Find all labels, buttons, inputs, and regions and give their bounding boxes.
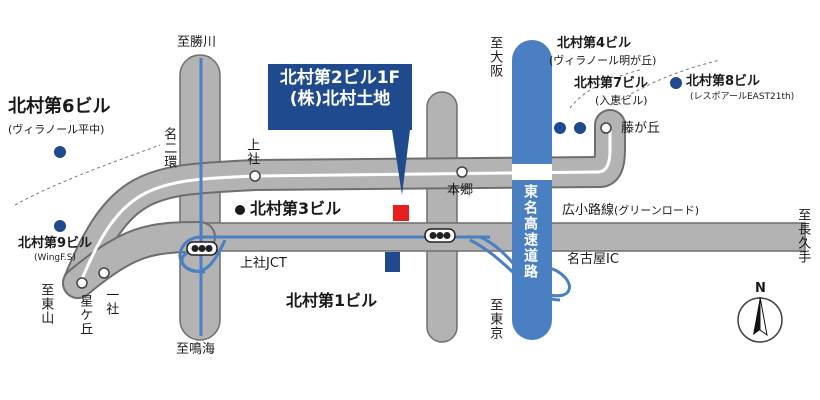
label-hirokoji: 広小路線(グリーンロード) bbox=[562, 203, 700, 218]
label-hirokoji-main: 広小路線 bbox=[562, 203, 615, 218]
building9-sub: (WingF.S) bbox=[34, 253, 76, 263]
building4-sub: (ヴィラノール明が丘) bbox=[549, 54, 657, 67]
label-kamiyashiro-jct: 上社JCT bbox=[240, 256, 287, 271]
compass-north-label: N bbox=[755, 281, 766, 296]
main-office-callout: 北村第2ビル1F (株)北村土地 bbox=[268, 64, 412, 130]
label-to-katsukawa: 至勝川 bbox=[177, 35, 217, 50]
building8-name: 北村第8ビル bbox=[686, 74, 761, 89]
label-issha: 一社 bbox=[103, 288, 119, 316]
target-building-marker bbox=[393, 205, 409, 221]
tomei-expressway bbox=[512, 40, 552, 340]
compass-icon bbox=[737, 296, 783, 343]
label-to-tokyo: 至東京 bbox=[487, 298, 503, 340]
building6-name: 北村第6ビル bbox=[8, 96, 111, 117]
boundary-line bbox=[569, 69, 641, 109]
building1-marker bbox=[385, 252, 400, 272]
building8-sub: (レスポアールEAST21th) bbox=[690, 92, 795, 102]
building4-name: 北村第4ビル bbox=[557, 36, 632, 51]
label-nagoya-ic: 名古屋IC bbox=[567, 252, 619, 267]
label-kamiyashiro: 上社 bbox=[244, 138, 260, 166]
route-ic-ramp2 bbox=[469, 238, 561, 302]
building1-name: 北村第1ビル bbox=[286, 291, 378, 310]
road-center-vertical bbox=[426, 91, 458, 343]
traffic-light-icon bbox=[424, 228, 456, 243]
station-issha bbox=[98, 267, 110, 279]
route-ic-ramps bbox=[479, 235, 571, 301]
station-kamiyashiro bbox=[249, 170, 261, 182]
traffic-light-icon bbox=[186, 241, 218, 256]
station-hongo bbox=[456, 166, 468, 178]
label-fujigaoka: 藤が丘 bbox=[621, 121, 661, 136]
building8-dot bbox=[670, 77, 682, 89]
building7-dot bbox=[574, 122, 586, 134]
building3-name: 北村第3ビル bbox=[250, 199, 342, 218]
building4-dot bbox=[554, 122, 566, 134]
label-to-narumi: 至鳴海 bbox=[176, 342, 216, 357]
subway-line bbox=[78, 128, 612, 285]
label-hirokoji-sub: (グリーンロード) bbox=[614, 204, 700, 217]
label-to-nagakute: 至長久手 bbox=[795, 208, 811, 264]
tomei-white-band bbox=[512, 164, 552, 180]
building6-dot bbox=[54, 146, 66, 158]
building6-sub: (ヴィラノール平中) bbox=[8, 123, 105, 136]
label-hongo: 本郷 bbox=[447, 183, 474, 198]
label-to-higashiyama: 至東山 bbox=[38, 283, 54, 325]
building7-sub: (入恵ビル) bbox=[595, 94, 648, 107]
label-hoshigaoka: 星ケ丘 bbox=[77, 294, 93, 336]
building9-name: 北村第9ビル bbox=[18, 236, 93, 251]
building3-dot bbox=[235, 205, 245, 215]
label-nagoya2kan: 名二環 bbox=[161, 127, 177, 169]
station-fujigaoka bbox=[600, 122, 612, 134]
building7-name: 北村第7ビル bbox=[574, 76, 649, 91]
station-hoshigaoka bbox=[76, 277, 88, 289]
callout-line2: (株)北村土地 bbox=[289, 89, 391, 110]
callout-pointer bbox=[392, 130, 410, 195]
label-to-osaka: 至大阪 bbox=[487, 36, 503, 78]
boundary-line bbox=[14, 144, 161, 206]
tomei-label: 東名高速道路 bbox=[522, 184, 538, 280]
callout-line1: 北村第2ビル1F bbox=[279, 68, 401, 88]
building9-dot bbox=[54, 220, 66, 232]
boundary-line bbox=[609, 59, 721, 106]
